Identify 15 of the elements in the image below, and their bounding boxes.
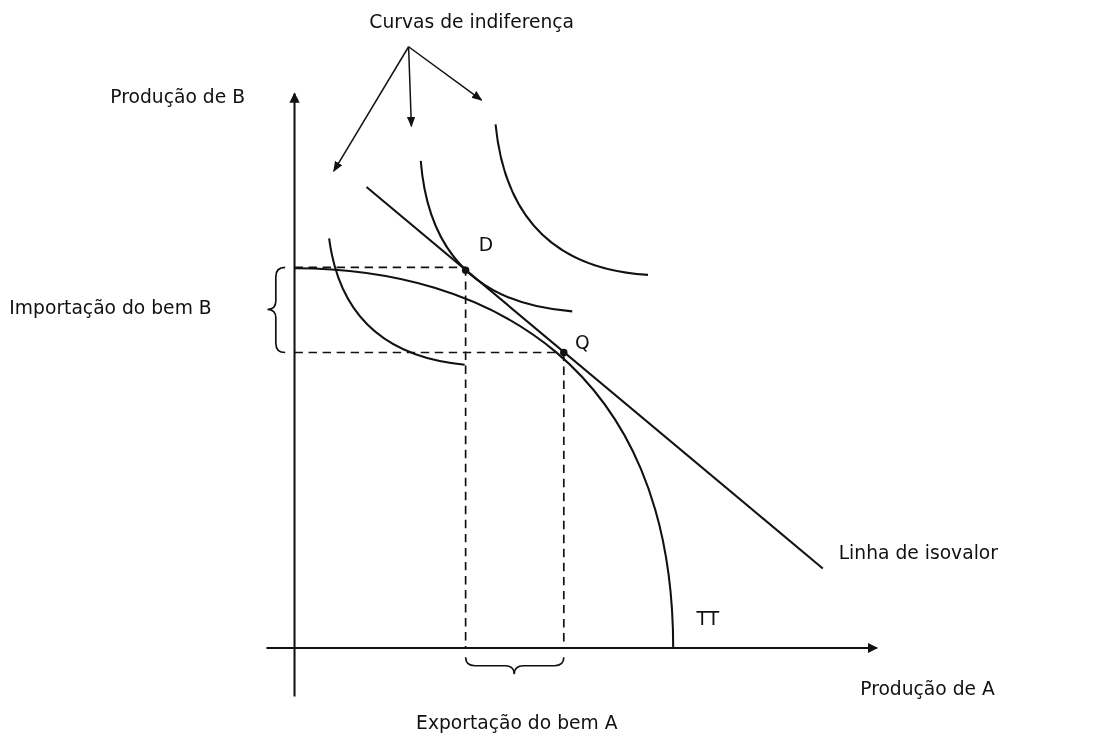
bracket-label: Importação do bem B bbox=[9, 297, 212, 318]
leader-arrow bbox=[333, 46, 410, 172]
point-label: Q bbox=[575, 331, 590, 353]
curve-label: TT bbox=[696, 607, 720, 629]
point-label: D bbox=[478, 233, 494, 255]
bracket-label: Exportação do bem A bbox=[416, 712, 618, 734]
leader-arrow bbox=[407, 46, 483, 101]
indifference-curve bbox=[419, 160, 573, 313]
callout-text: Curvas de indiferença bbox=[369, 11, 575, 32]
axis-label: Produção de B bbox=[110, 86, 245, 107]
axis-label: Produção de A bbox=[860, 677, 995, 699]
leader-arrow bbox=[406, 46, 416, 128]
indifference-curve bbox=[494, 124, 649, 276]
indifference-curve bbox=[328, 238, 465, 366]
line-label: Linha de isovalor bbox=[838, 542, 998, 563]
